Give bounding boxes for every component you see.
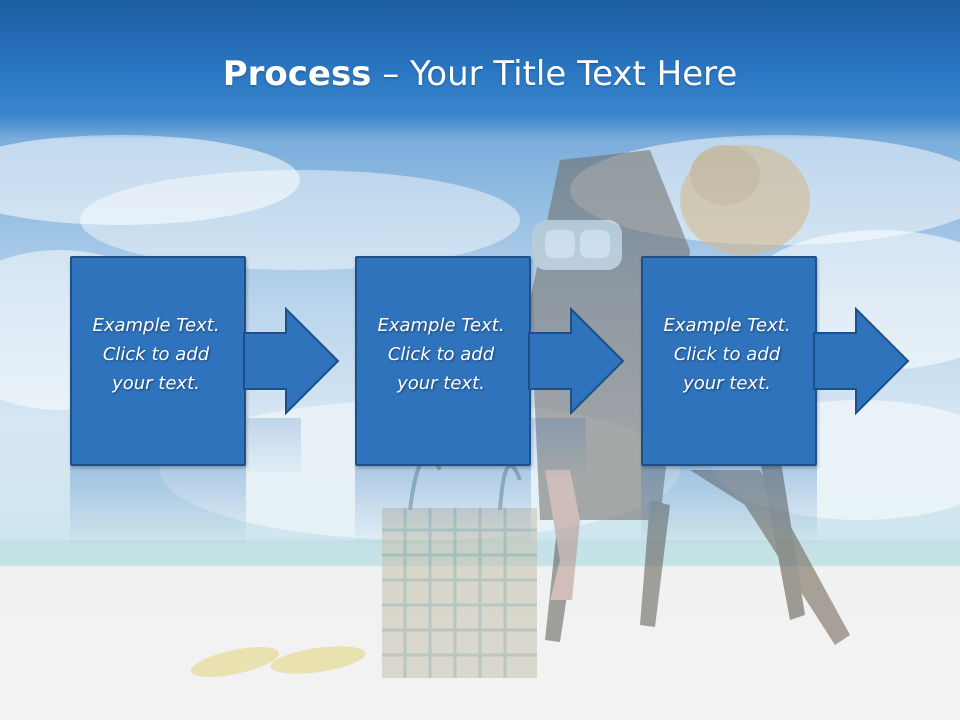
step-text-line: your text. <box>397 373 485 394</box>
step-text[interactable]: Example Text. Click to add your text. <box>74 311 238 398</box>
right-arrow-icon <box>528 307 625 415</box>
process-step-2[interactable]: Example Text. Click to add your text. <box>355 256 531 546</box>
title-banner <box>0 0 960 140</box>
step-text-line: Click to add <box>387 344 495 365</box>
title-rest-text: – Your Title Text Here <box>371 54 738 94</box>
step-reflection <box>641 466 817 546</box>
step-reflection <box>70 466 246 546</box>
arrow-reflection <box>245 418 301 478</box>
step-text-line: your text. <box>112 373 200 394</box>
step-box <box>70 256 246 466</box>
step-text-line: Example Text. <box>92 315 220 336</box>
right-arrow-icon <box>813 307 910 415</box>
step-reflection <box>355 466 531 546</box>
step-text-line: Click to add <box>673 344 781 365</box>
arrow-reflection <box>530 418 586 478</box>
slide-title[interactable]: Process – Your Title Text Here <box>0 52 960 96</box>
step-text[interactable]: Example Text. Click to add your text. <box>359 311 523 398</box>
step-text[interactable]: Example Text. Click to add your text. <box>645 311 809 398</box>
process-step-3[interactable]: Example Text. Click to add your text. <box>641 256 817 546</box>
right-arrow-icon <box>243 307 340 415</box>
process-step-1[interactable]: Example Text. Click to add your text. <box>70 256 246 546</box>
step-text-line: Example Text. <box>377 315 505 336</box>
step-text-line: Click to add <box>102 344 210 365</box>
step-text-line: your text. <box>683 373 771 394</box>
step-text-line: Example Text. <box>663 315 791 336</box>
title-strong-text: Process <box>222 54 372 94</box>
